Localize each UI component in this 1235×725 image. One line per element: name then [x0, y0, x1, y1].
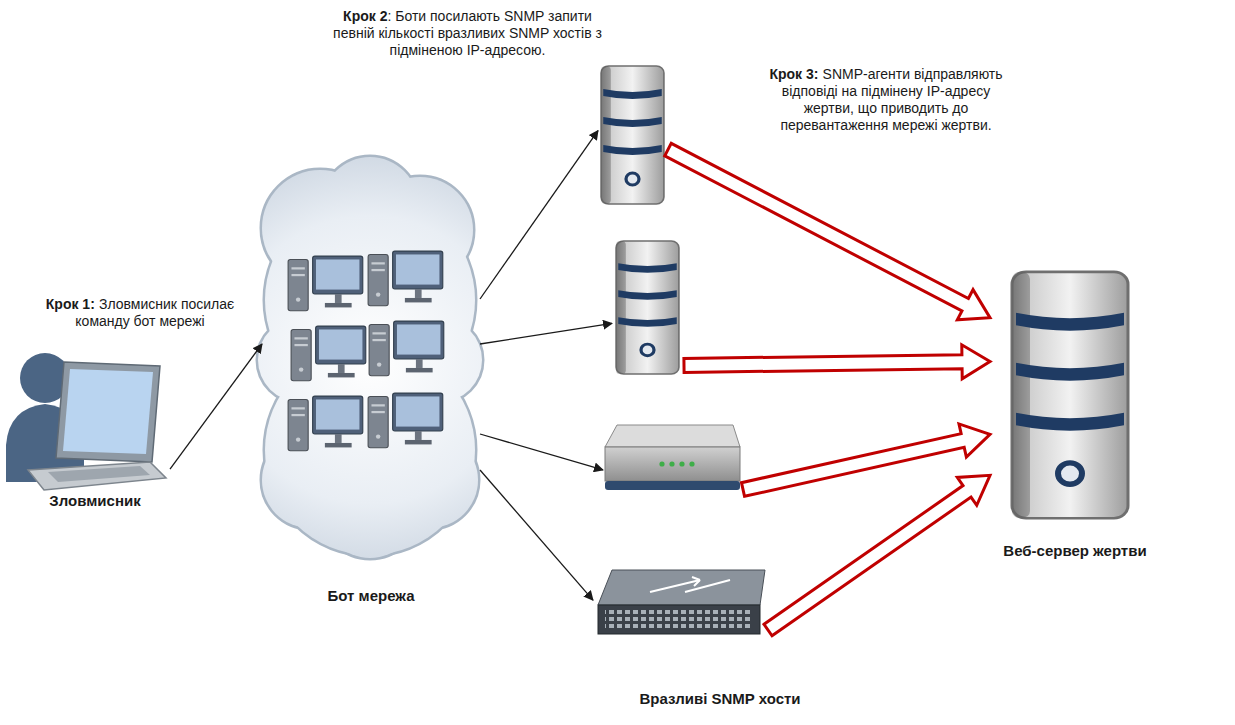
snmp-switch-node [593, 567, 768, 639]
node-label: Веб-сервер жертви [1001, 542, 1148, 560]
snmp-server-node [612, 238, 684, 378]
request-arrow [170, 344, 262, 469]
server-icon [601, 66, 664, 204]
response-arrow [741, 424, 990, 496]
request-arrow [480, 470, 593, 600]
response-arrow [684, 345, 990, 379]
attacker-node: Зловмисник [20, 340, 170, 510]
attacker-icon [6, 353, 166, 490]
snmp-server-node [598, 62, 668, 208]
botnet-cloud-icon [258, 157, 482, 558]
step-text: Зловмисник посилає команду бот мережі [75, 296, 234, 329]
request-arrow [480, 323, 612, 344]
group-label: Вразливі SNMP хости [639, 690, 800, 707]
request-arrow [480, 131, 598, 299]
step-note: Крок 1:Зловмисник посилає команду бот ме… [40, 296, 240, 330]
request-arrow [480, 434, 603, 470]
response-arrow [665, 143, 990, 319]
router-icon [605, 425, 740, 490]
step-note: Вразливі SNMP хости [600, 690, 840, 708]
node-label: Бот мережа [326, 587, 417, 605]
response-arrow [764, 475, 990, 635]
switch-icon [598, 570, 765, 634]
node-label: Зловмисник [47, 492, 142, 510]
victim-server-node: Веб-сервер жертви [990, 268, 1160, 560]
step-heading: Крок 3: [769, 66, 818, 82]
server-icon [616, 241, 679, 374]
step-note: Крок 3:SNMP-агенти відправляють відповід… [760, 66, 1012, 134]
step-heading: Крок 2 [343, 8, 387, 24]
step-heading: Крок 1: [46, 296, 95, 312]
victim-server-icon [1012, 272, 1128, 518]
botnet-node: Бот мережа [262, 155, 480, 605]
snmp-router-node [603, 413, 743, 498]
step-note: Крок 2: Боти посилають SNMP запити певні… [330, 8, 605, 59]
